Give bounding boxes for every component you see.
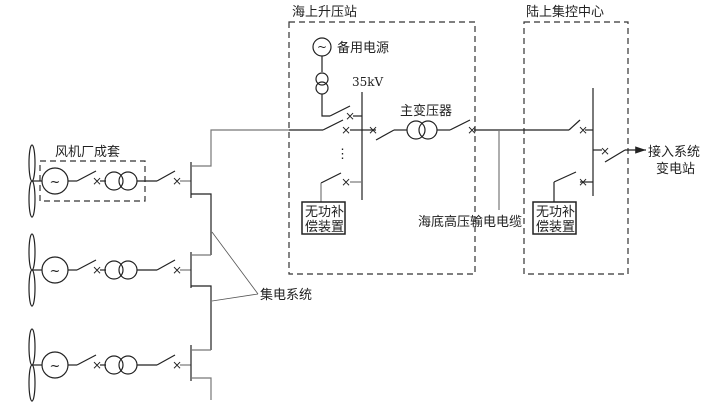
turbine-blade-icon — [28, 233, 36, 271]
onshore-incoming-switch — [568, 119, 581, 131]
turbine-output-switch — [156, 354, 176, 366]
offshore-substation-internals: ~ 备用电源 × 35kV × ⋮ × 无功补 偿装置 × — [289, 37, 477, 235]
breaker-symbol: × — [92, 174, 102, 188]
turbine-transformer-icon — [104, 260, 124, 280]
breaker-symbol: × — [92, 263, 102, 277]
offshore-substation-label: 海上升压站 — [292, 5, 357, 20]
onshore-reactive-comp-box — [532, 201, 577, 235]
collection-system-label: 集电系统 — [260, 287, 312, 303]
more-feeders-ellipsis: ⋮ — [336, 147, 349, 162]
offshore-reactive-comp-box — [301, 201, 346, 235]
breaker-symbol: × — [578, 175, 588, 189]
turbine-row: ~ × × — [28, 233, 191, 307]
generator-symbol: ~ — [317, 40, 327, 54]
transformer-output-switch — [449, 119, 471, 131]
onshore-reactive-switch — [553, 171, 577, 183]
turbine-blade-icon — [28, 180, 36, 218]
generator-switch — [76, 354, 97, 366]
turbine-output-switch — [156, 259, 176, 271]
backup-switch — [329, 105, 351, 117]
turbine-transformer-icon — [104, 171, 124, 191]
submarine-cable-label: 海底高压输电电缆 — [418, 214, 522, 230]
onshore-control-center-box — [523, 21, 629, 275]
collection-callout-line-1 — [211, 231, 259, 295]
onshore-control-center-internals: × × 接入系统 变电站 × 无功补 偿装置 — [532, 88, 700, 235]
breaker-symbol: × — [172, 263, 182, 277]
turbine-row: ~ × × — [28, 328, 191, 402]
breaker-symbol: × — [92, 358, 102, 372]
offshore-reactive-comp-label-2: 偿装置 — [305, 220, 344, 235]
breaker-symbol: × — [467, 123, 477, 137]
incoming-feeder-switch — [322, 119, 344, 131]
turbine-rows: ~ × × ~ × × ~ × × — [28, 144, 191, 402]
generator-symbol: ~ — [50, 264, 61, 279]
breaker-symbol: × — [341, 123, 351, 137]
collection-callout-line-2 — [211, 293, 259, 302]
generator-switch — [76, 259, 97, 271]
breaker-symbol: × — [368, 123, 378, 137]
generator-symbol: ~ — [50, 359, 61, 374]
breaker-symbol: × — [172, 358, 182, 372]
collection-system-lines — [190, 129, 289, 400]
turbine-blade-icon — [28, 269, 36, 307]
reactive-comp-switch — [320, 172, 342, 184]
breaker-symbol: × — [578, 123, 588, 137]
breaker-symbol: × — [172, 174, 182, 188]
transformer-input-switch — [375, 129, 395, 141]
backup-transformer-icon — [315, 72, 329, 86]
turbine-blade-icon — [28, 328, 36, 366]
wind-turbine-unit-label: 风机厂成套 — [55, 144, 120, 160]
turbine-blade-icon — [28, 144, 36, 182]
grid-outgoing-switch — [604, 149, 626, 163]
generator-switch — [76, 170, 97, 182]
main-transformer-label: 主变压器 — [400, 103, 452, 119]
onshore-reactive-comp-label-1: 无功补 — [536, 205, 575, 220]
breaker-symbol: × — [600, 144, 610, 158]
breaker-symbol: × — [341, 175, 351, 189]
main-transformer-icon — [406, 120, 426, 140]
turbine-row: ~ × × — [28, 144, 191, 218]
grid-connection-label-1: 接入系统 — [648, 144, 700, 160]
turbine-output-switch — [156, 170, 176, 182]
onshore-control-center-label: 陆上集控中心 — [526, 4, 604, 20]
bus-voltage-label: 35kV — [352, 75, 384, 89]
offshore-substation-box — [288, 21, 476, 275]
onshore-reactive-comp-label-2: 偿装置 — [536, 220, 575, 235]
backup-power-label: 备用电源 — [337, 40, 389, 56]
breaker-symbol: × — [345, 109, 355, 123]
grid-connection-label-2: 变电站 — [656, 161, 695, 177]
turbine-blade-icon — [28, 364, 36, 402]
turbine-transformer-icon — [104, 355, 124, 375]
offshore-reactive-comp-label-1: 无功补 — [305, 205, 344, 220]
generator-symbol: ~ — [50, 175, 61, 190]
